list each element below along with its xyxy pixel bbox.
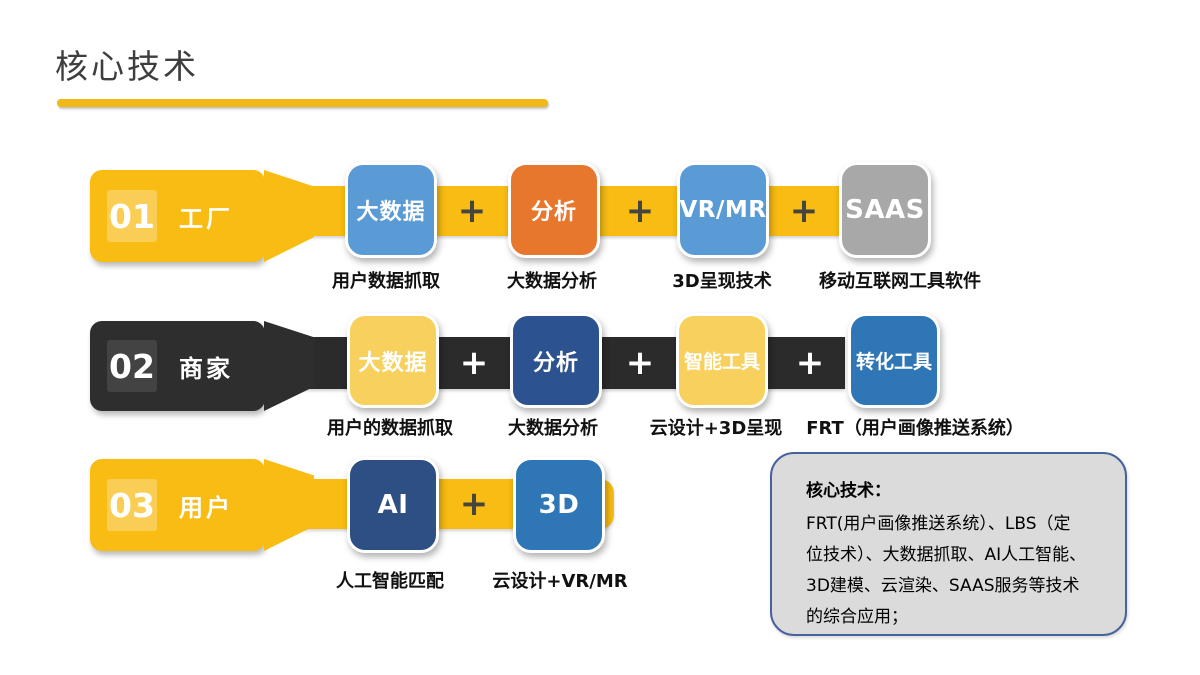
callout-box: 核心技术： FRT(用户画像推送系统）、LBS（定 位技术）、大数据抓取、AI人…: [770, 452, 1127, 636]
page-title: 核心技术: [55, 47, 199, 86]
tile-caption: 大数据分析: [507, 271, 597, 292]
plus-sign: +: [789, 191, 819, 231]
tile-caption: 3D呈现技术: [672, 271, 772, 292]
tile-bigdata-row1: 大数据: [345, 162, 437, 258]
tile-caption: 云设计+VR/MR: [492, 571, 628, 592]
row3-banner-taper: [264, 459, 314, 551]
plus-sign: +: [459, 343, 489, 383]
tile-vrmr-row1: VR/MR: [677, 162, 769, 258]
tile-smarttools-row2: 智能工具: [676, 313, 768, 408]
tile-3d-row3: 3D: [513, 457, 605, 553]
row1-banner: 01 工厂: [90, 170, 265, 262]
row1-banner-taper: [264, 170, 314, 262]
tile-analysis-row2: 分析: [510, 313, 602, 408]
row2-banner: 02 商家: [90, 321, 265, 411]
callout-body: FRT(用户画像推送系统）、LBS（定 位技术）、大数据抓取、AI人工智能、 3…: [806, 514, 1087, 627]
callout-title: 核心技术：: [806, 481, 891, 501]
row3-number-badge: 03: [107, 479, 157, 531]
plus-sign: +: [625, 343, 655, 383]
row1-number-badge: 01: [107, 190, 157, 242]
tile-caption: 用户的数据抓取: [327, 418, 453, 439]
tile-analysis-row1: 分析: [508, 162, 600, 258]
plus-sign: +: [459, 484, 489, 524]
plus-sign: +: [457, 191, 487, 231]
row3-banner: 03 用户: [90, 459, 265, 551]
row2-banner-label: 商家: [179, 354, 233, 383]
row2-banner-taper: [264, 321, 314, 411]
row1-banner-label: 工厂: [179, 204, 233, 233]
title-underline: [57, 99, 548, 107]
row2-number-badge: 02: [107, 340, 157, 392]
tile-caption: 云设计+3D呈现: [649, 418, 783, 439]
tile-conversiontools-row2: 转化工具: [848, 313, 940, 408]
tile-saas-row1: SAAS: [839, 162, 931, 258]
plus-sign: +: [795, 343, 825, 383]
plus-sign: +: [625, 191, 655, 231]
tile-caption: 用户数据抓取: [332, 271, 440, 292]
row3-banner-label: 用户: [179, 493, 233, 522]
tile-bigdata-row2: 大数据: [347, 313, 439, 408]
tile-caption: 人工智能匹配: [336, 571, 444, 592]
tile-caption: 移动互联网工具软件: [819, 271, 981, 292]
tile-ai-row3: AI: [347, 457, 439, 553]
tile-caption: FRT（用户画像推送系统）: [806, 418, 1024, 439]
tile-caption: 大数据分析: [508, 418, 598, 439]
